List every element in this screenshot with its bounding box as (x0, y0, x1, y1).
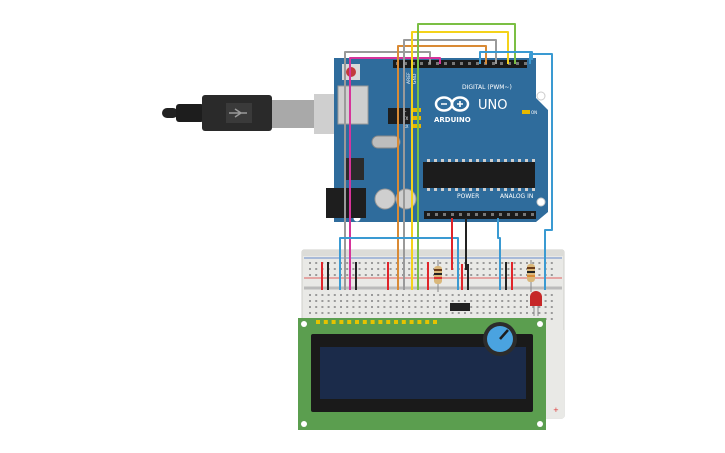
power-header-label: POWER (457, 193, 479, 200)
led-on-label: ON (531, 110, 537, 115)
arduino-logo-text: ARDUINO (434, 116, 471, 124)
arduino-logo-icon (434, 96, 470, 112)
jumper-wires (321, 23, 553, 290)
aref-label: AREF (406, 72, 412, 84)
led-tx-label: TX (402, 116, 408, 121)
resistor-icon-2 (527, 260, 535, 292)
board-model-label: UNO (478, 98, 507, 113)
slide-switch[interactable] (450, 303, 470, 311)
resistor-icon (434, 260, 442, 292)
lcd-display-16x2 (298, 318, 546, 430)
svg-text:+: + (553, 406, 559, 414)
digital-header-label: DIGITAL (PWM~) (462, 84, 512, 91)
potentiometer-icon[interactable] (483, 322, 517, 356)
arduino-uno-board: L TX RX ON ARDUINO UNO DIGITAL (PWM~) PO… (326, 58, 548, 222)
gnd-label: GND (412, 73, 418, 84)
lcd-screen (320, 347, 526, 399)
usb-cable-icon (162, 94, 346, 134)
analog-header-label: ANALOG IN (500, 193, 533, 200)
led-rx-label: RX (403, 124, 409, 129)
red-led-icon (530, 291, 542, 316)
led-l-label: L (404, 108, 407, 113)
